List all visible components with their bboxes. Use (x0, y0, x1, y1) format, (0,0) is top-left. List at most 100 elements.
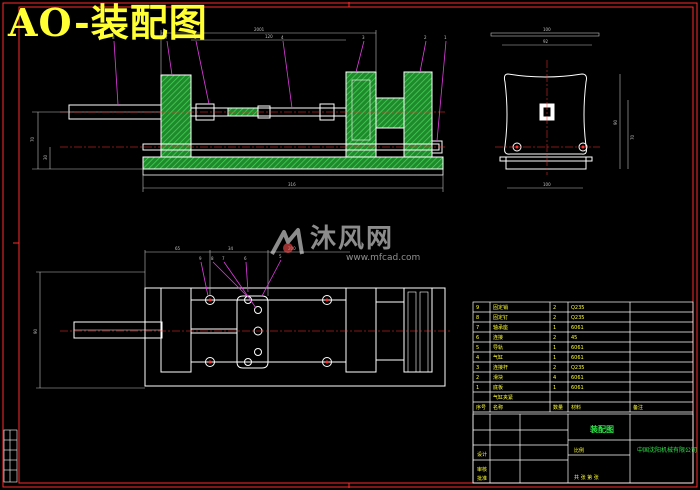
title-block-design: 设计 (477, 451, 487, 458)
parts-header: 备注 (633, 404, 643, 411)
title-block-sheet: 共 张 第 张 (574, 474, 599, 481)
parts-cell-name: 气缸 (493, 354, 503, 361)
parts-cell-no: 6 (476, 335, 479, 341)
parts-cell-material: 6061 (571, 375, 584, 381)
parts-cell-name: 底板 (493, 384, 503, 391)
svg-text:4: 4 (281, 35, 284, 40)
parts-header: 序号 (476, 404, 486, 411)
parts-cell-material: 6061 (571, 325, 584, 331)
parts-cell-material: 45 (571, 335, 577, 341)
svg-text:100: 100 (543, 182, 551, 187)
parts-cell-name: 固定钉 (493, 314, 508, 321)
parts-cell-qty: 4 (553, 375, 556, 381)
watermark: 沐风网 www.mfcad.com (268, 226, 438, 266)
top-leader-numbers: 9 8 7 6 5 (199, 254, 282, 261)
parts-header: 名称 (493, 404, 503, 411)
parts-cell-qty: 1 (553, 385, 556, 391)
parts-cell-material: Q235 (571, 315, 584, 321)
front-leaders (113, 40, 447, 142)
title-block-drawing-name: 装配图 (589, 424, 614, 434)
parts-cell-no: 8 (476, 315, 479, 321)
svg-text:30: 30 (43, 154, 48, 160)
side-base (505, 156, 587, 170)
svg-text:7: 7 (222, 256, 225, 261)
svg-text:2001: 2001 (254, 27, 265, 32)
top-leaders (200, 259, 282, 309)
title-block-review: 审核 (477, 466, 487, 473)
front-view (60, 71, 445, 176)
parts-cell-no: 7 (476, 325, 479, 331)
svg-text:70: 70 (630, 134, 635, 140)
watermark-logo-icon (270, 228, 304, 255)
side-view-dimensions (490, 32, 629, 189)
parts-cell-no: 3 (476, 365, 479, 371)
svg-text:34: 34 (228, 246, 234, 251)
front-base-plate (142, 156, 444, 170)
top-dim-labels: 65 34 200 90 (33, 246, 296, 334)
parts-cell-qty: 2 (553, 315, 556, 321)
svg-text:8: 8 (112, 35, 115, 40)
parts-cell-qty: 2 (553, 365, 556, 371)
svg-text:1: 1 (444, 35, 447, 40)
parts-cell-qty: 2 (553, 335, 556, 341)
svg-text:8: 8 (211, 256, 214, 261)
parts-cell-material: 6061 (571, 355, 584, 361)
svg-text:90: 90 (613, 119, 618, 125)
parts-cell-name: 气缸夹紧 (493, 394, 513, 401)
svg-text:5: 5 (279, 254, 282, 259)
svg-text:90: 90 (33, 328, 38, 334)
parts-cell-material: 6061 (571, 385, 584, 391)
parts-cell-qty: 1 (553, 325, 556, 331)
parts-cell-material: Q235 (571, 305, 584, 311)
parts-cell-no: 2 (476, 375, 479, 381)
svg-text:6: 6 (194, 35, 197, 40)
parts-cell-name: 导轨 (493, 344, 503, 351)
svg-text:9: 9 (199, 256, 202, 261)
watermark-brand: 沐风网 (310, 224, 395, 254)
side-body (503, 73, 587, 155)
parts-cell-material: Q235 (571, 365, 584, 371)
svg-text:3: 3 (362, 35, 365, 40)
svg-text:70: 70 (30, 136, 35, 142)
parts-cell-no: 5 (476, 345, 479, 351)
left-edge-strip (3, 429, 18, 483)
parts-cell-name: 连接 (493, 334, 503, 341)
svg-text:2: 2 (424, 35, 427, 40)
svg-text:100: 100 (543, 27, 551, 32)
front-view-dimensions (32, 30, 444, 192)
front-leader-numbers: 8 7 6 4 3 2 1 (112, 35, 447, 40)
parts-cell-name: 滑块 (493, 374, 503, 381)
title-block-scale: 比例 (574, 447, 584, 454)
svg-text:92: 92 (543, 39, 549, 44)
front-dim-labels: 316 2001 120 70 30 (30, 27, 296, 187)
svg-text:316: 316 (288, 182, 296, 187)
front-left-support (160, 74, 192, 158)
parts-header: 数量 (553, 404, 563, 411)
parts-cell-no: 1 (476, 385, 479, 391)
parts-table (472, 301, 694, 484)
top-base-plate (144, 287, 446, 387)
top-view (60, 287, 450, 387)
top-view-dimensions (36, 250, 350, 389)
parts-cell-qty: 1 (553, 345, 556, 351)
svg-text:7: 7 (165, 35, 168, 40)
title-block-company: 中国沈阳机械有限公司 (637, 446, 697, 454)
parts-cell-name: 连接杆 (493, 364, 508, 371)
title-block-approve: 批准 (477, 475, 487, 482)
parts-cell-name: 轴承座 (493, 324, 508, 331)
svg-text:120: 120 (265, 34, 273, 39)
parts-cell-no: 4 (476, 355, 479, 361)
watermark-url: www.mfcad.com (346, 253, 421, 263)
parts-cell-material: 6061 (571, 345, 584, 351)
side-view (495, 60, 600, 175)
parts-header: 材料 (571, 404, 581, 411)
drawing-title: AO-装配图 (8, 0, 208, 45)
parts-cell-qty: 2 (553, 305, 556, 311)
side-dim-labels: 100 92 90 70 100 (543, 27, 635, 187)
parts-cell-qty: 1 (553, 355, 556, 361)
parts-cell-name: 固定销 (493, 304, 508, 311)
svg-text:6: 6 (244, 256, 247, 261)
